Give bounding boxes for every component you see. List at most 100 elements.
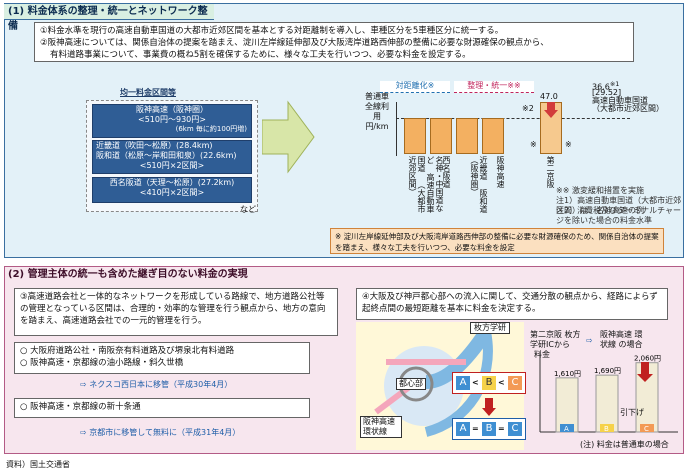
fare-chart: 1,610円 A 1,690円 B 2,060円 C — [539, 352, 678, 433]
zone-nishimeihan-value: <410円×2区間> — [139, 188, 205, 197]
max-sub: [29.52] — [592, 88, 622, 97]
compare-b: B — [482, 376, 496, 390]
list-2-item-1: ○ 阪神高速・京都線の新十条通 — [20, 402, 141, 412]
y-axis-label: 普通車 全線利用 円/km — [362, 92, 392, 132]
compare-lt-1: < — [472, 378, 479, 387]
compare-c: C — [508, 376, 522, 390]
chart2-footnote: (注) 料金は普通車の場合 — [580, 440, 669, 449]
label-distance: 対距離化※ — [380, 81, 450, 93]
map-label-hirakata: 枚方学研 — [470, 322, 510, 334]
bar-label-1: 名神・中国道など 高速自動車国道 （大都市近郊区間） — [408, 156, 444, 213]
fare-bar-value-a: 1,610円 — [554, 370, 581, 378]
down-arrow-icon — [544, 102, 558, 118]
bottom-note: ※ 淀川左岸線延伸部及び大阪湾岸道路西伸部の整備に必要な財源確保のため、関係自治… — [330, 228, 664, 254]
section2-title: (2) 管理主体の統一も含めた継ぎ目のない料金の実現 — [8, 269, 248, 280]
zone-kinki: 近畿道（吹田～松原）(28.4km) 阪和道（松原～岸和田和泉）(22.6km)… — [92, 140, 252, 174]
compare-b2: B — [482, 422, 496, 436]
fare-bar-value-c: 2,060円 — [634, 355, 661, 363]
zone-hanwa-name: 阪和道（松原～岸和田和泉）(22.6km) — [96, 151, 237, 160]
bar-4 — [482, 118, 504, 154]
fare-bar-label-c: C — [644, 425, 649, 433]
compare-eq-1: = — [472, 424, 479, 433]
asterisk-2: ※ — [565, 140, 572, 149]
compare-lt-2: < — [498, 378, 505, 387]
compare-c2: C — [508, 422, 522, 436]
zone-nishimeihan-name: 西名阪道（天理～松原）(27.2km) — [109, 178, 235, 187]
list-1-item-1: ○ 大阪府道路公社・南阪奈有料道路及び堺泉北有料道路 — [20, 346, 235, 356]
point-4: ④大阪及び神戸都心部への流入に関して、交通分散の観点から、経路によらず起終点間の… — [356, 288, 668, 320]
point-2-cont: 有料道路事業について、事業費の概ね5割を確保するために、様々な工夫を行いつつ、必… — [50, 50, 471, 60]
compare-a2: A — [456, 422, 470, 436]
list-1-item-2: ○ 阪神高速・京都線の油小路線・斜久世橋 — [20, 358, 184, 368]
zones-title: 均一料金区間等 — [120, 88, 176, 97]
fare-bar-label-bg-c — [640, 424, 654, 432]
bar-2 — [430, 118, 452, 154]
label-unify: 整理・統一※※ — [454, 81, 534, 93]
list-1: ○ 大阪府道路公社・南阪奈有料道路及び堺泉北有料道路 ○ 阪神高速・京都線の油小… — [14, 342, 310, 374]
y-axis-label-1: 普通車 — [365, 92, 389, 101]
right-arrow-icon — [262, 100, 315, 174]
y-axis-line — [396, 102, 397, 156]
fare-bar-a — [555, 377, 579, 433]
zone-kinki-name: 近畿道（吹田～松原）(28.4km) — [96, 141, 213, 150]
asterisk-1: ※ — [530, 140, 537, 149]
bar-label-2: 西名阪道 — [442, 156, 451, 188]
note-1: ※※ 激変緩和措置を実施 — [556, 186, 644, 195]
fare-bar-label-b: B — [604, 425, 609, 433]
source-note: 資料）国土交通省 — [6, 460, 70, 469]
note-3: 注2）消費税及びターミナルチャージを除いた場合の料金水準 — [556, 206, 682, 225]
zones-etc: など — [240, 205, 256, 214]
bar-value: 47.0 — [540, 92, 558, 101]
fare-bar-value-b: 1,690円 — [594, 367, 621, 375]
arrow-1: ⇨ ネクスコ西日本に移管（平成30年4月） — [80, 380, 232, 390]
zone-hanshin-note: (6km 毎に約100円増) — [175, 125, 247, 133]
arrow-2: ⇨ 京都市に移管して無料に（平成31年4月） — [80, 428, 240, 438]
list-2: ○ 阪神高速・京都線の新十条通 — [14, 398, 310, 418]
chart2-ylabel: 料金 — [534, 350, 550, 359]
arrow-2-icon: ⇨ — [80, 428, 90, 437]
section1-title: (1) 料金体系の整理・統一とネットワーク整備 — [4, 4, 214, 32]
down-arrow-icon — [482, 398, 496, 416]
y-axis-label-3: 円/km — [365, 122, 389, 131]
route-label-1: 第二京阪 枚方学研ICから — [530, 330, 581, 349]
expressway-sub: （大都市近郊区間） — [592, 104, 664, 113]
point-3: ③高速道路会社と一体的なネットワークを形成している路線で、地方道路公社等の管理と… — [14, 288, 338, 336]
zone-hanshin-name: 阪神高速（阪神圏） — [136, 105, 208, 114]
compare-a: A — [456, 376, 470, 390]
arrow-1-text: ネクスコ西日本に移管（平成30年4月） — [89, 380, 233, 389]
y-axis-label-2: 全線利用 — [365, 102, 389, 121]
max-label: 36.6※1 — [592, 80, 619, 93]
max-value: 36.6 — [592, 82, 610, 92]
compare-eq-2: = — [498, 424, 505, 433]
point-1: ①料金水準を現行の高速自動車国道の大都市近郊区間を基本とする対距離制を導入し、車… — [40, 26, 504, 36]
zone-hanshin-value: <510円～930円> — [138, 115, 206, 124]
list-1-item-2-text: 阪神高速・京都線の油小路線・斜久世橋 — [30, 358, 184, 368]
arrow-1-icon: ⇨ — [80, 380, 90, 389]
section1-points: ①料金水準を現行の高速自動車国道の大都市近郊区間を基本とする対距離制を導入し、車… — [34, 22, 634, 62]
point-2: ②阪神高速については、関係自治体の提案を踏まえ、淀川左岸線延伸部及び大阪湾岸道路… — [40, 38, 549, 48]
bar-1 — [404, 118, 426, 154]
bar-label-4: 阪神高速 — [496, 156, 505, 188]
bar-label-5: 第二京阪 — [546, 156, 555, 188]
fare-bar-label-a: A — [564, 425, 569, 433]
arrow-2-text: 京都市に移管して無料に（平成31年4月） — [89, 428, 241, 437]
max-note: ※1 — [609, 80, 620, 88]
expressway-label: 高速自動車国道 — [592, 96, 648, 105]
down-label: 引下げ — [620, 408, 644, 417]
route-arrow-icon: ⇨ — [586, 336, 593, 345]
fare-bar-b — [595, 374, 619, 433]
zone-hanshin: 阪神高速（阪神圏） <510円～930円> (6km 毎に約100円増) — [92, 104, 252, 138]
zone-kinki-value: <510円×2区間> — [139, 161, 205, 170]
bar-label-3: 近畿道 阪和道 （阪神圏） — [470, 156, 488, 213]
zone-nishimeihan: 西名阪道（天理～松原）(27.2km) <410円×2区間> — [92, 177, 252, 203]
route-label-2: 阪神高速 環状線 の場合 — [600, 330, 643, 349]
fare-down-arrow-icon — [637, 362, 653, 382]
map-label-toshin: 都心部 — [396, 378, 426, 390]
fare-bar-label-bg-a — [560, 424, 574, 432]
note-2: 注1）高速自動車国道（大都市近郊区間）は、名神高速の例 — [556, 196, 682, 215]
fare-bar-label-bg-b — [600, 424, 614, 432]
reference-line — [396, 118, 630, 119]
bar-3 — [456, 118, 478, 154]
map-label-hanshin: 阪神高速 環状線 — [360, 416, 402, 438]
list-1-item-1-text: 大阪府道路公社・南阪奈有料道路及び堺泉北有料道路 — [30, 346, 235, 356]
